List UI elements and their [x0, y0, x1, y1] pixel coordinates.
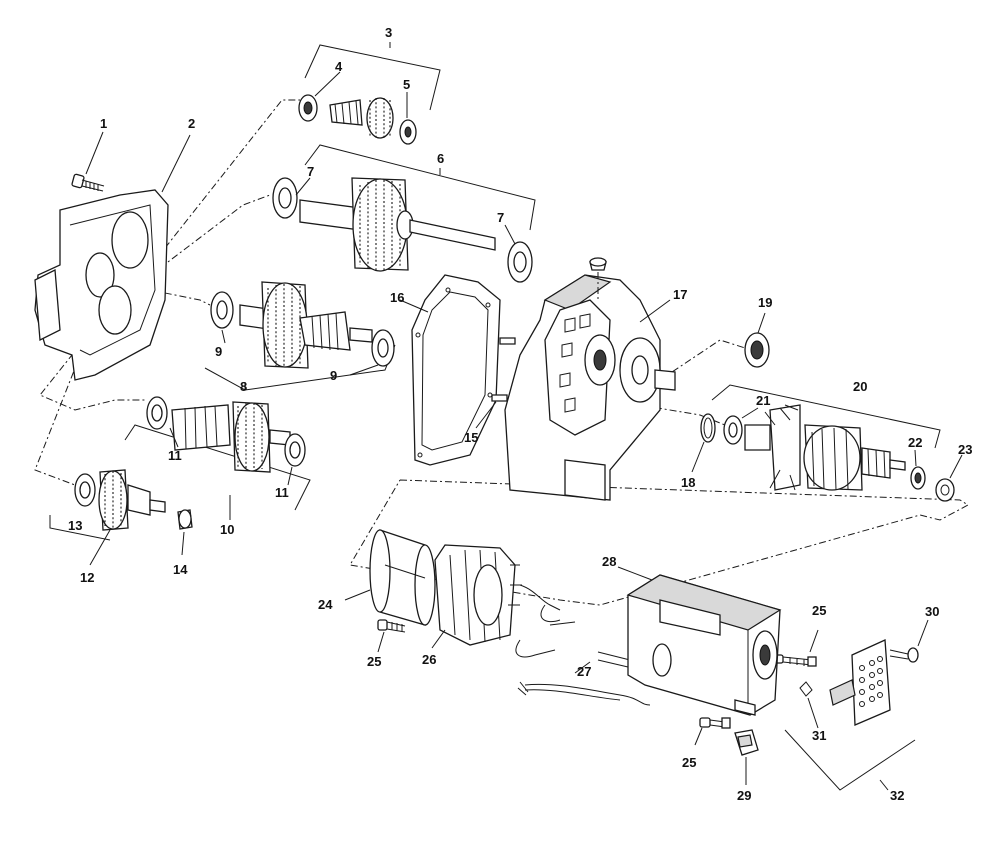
part-29-bracket: [734, 729, 759, 785]
label-7-right: 7: [497, 210, 504, 225]
part-30-screw: [889, 619, 929, 663]
part-16-gasket: [399, 274, 501, 466]
part-17-gear-housing: [504, 257, 676, 501]
label-5: 5: [403, 77, 410, 92]
label-28: 28: [602, 554, 616, 569]
part-12-pinion: [74, 469, 193, 566]
label-26: 26: [422, 652, 436, 667]
label-23: 23: [958, 442, 972, 457]
label-2: 2: [188, 116, 195, 131]
label-12: 12: [80, 570, 94, 585]
label-10: 10: [220, 522, 234, 537]
part-26-field-assembly: [431, 544, 576, 658]
label-9-right: 9: [330, 368, 337, 383]
label-31: 31: [812, 728, 826, 743]
label-7-left: 7: [307, 164, 314, 179]
label-25-left: 25: [367, 654, 381, 669]
part-32-switch-plate: [829, 639, 891, 726]
label-32: 32: [890, 788, 904, 803]
label-27: 27: [577, 664, 591, 679]
part-27-cord: [517, 651, 651, 706]
part-25-screw-left: [377, 619, 406, 653]
label-15: 15: [464, 430, 478, 445]
part-8-gear: [210, 281, 395, 376]
part-10-gear: [146, 396, 306, 486]
label-30: 30: [925, 604, 939, 619]
label-20: 20: [853, 379, 867, 394]
part-labels: 1 2 3 4 5 6 7 7 8 9 9 10 11 11 12 13 14 …: [68, 25, 972, 803]
part-2-housing: [34, 134, 191, 381]
label-16: 16: [390, 290, 404, 305]
label-19: 19: [758, 295, 772, 310]
part-24-ring: [344, 529, 436, 626]
group-brackets: [49, 42, 941, 791]
part-19-seal: [744, 312, 770, 368]
label-21: 21: [756, 393, 770, 408]
label-1: 1: [100, 116, 107, 131]
label-14: 14: [173, 562, 188, 577]
label-4: 4: [335, 59, 343, 74]
label-17: 17: [673, 287, 687, 302]
part-31-clip: [799, 681, 819, 729]
label-22: 22: [908, 435, 922, 450]
part-25-screw-bottom: [694, 717, 731, 746]
label-11-left: 11: [168, 448, 182, 463]
part-25-screw-right: [772, 629, 819, 667]
label-6: 6: [437, 151, 444, 166]
label-25-right: 25: [812, 603, 826, 618]
part-6-gear-shaft: [272, 177, 533, 283]
part-20-armature: [723, 404, 963, 502]
label-24: 24: [318, 597, 333, 612]
part-23-cap: [935, 478, 955, 502]
label-13: 13: [68, 518, 82, 533]
label-11-right: 11: [275, 485, 289, 500]
label-9-left: 9: [215, 344, 222, 359]
label-25-bottom: 25: [682, 755, 696, 770]
part-18-ring: [691, 413, 716, 473]
label-8: 8: [240, 379, 247, 394]
part-1-screw: [71, 131, 105, 192]
label-3: 3: [385, 25, 392, 40]
label-18: 18: [681, 475, 695, 490]
label-29: 29: [737, 788, 751, 803]
part-28-motor-housing: [617, 566, 782, 716]
part-3-pinion-assembly: [298, 71, 417, 145]
assembly-path-lines: [34, 99, 969, 606]
